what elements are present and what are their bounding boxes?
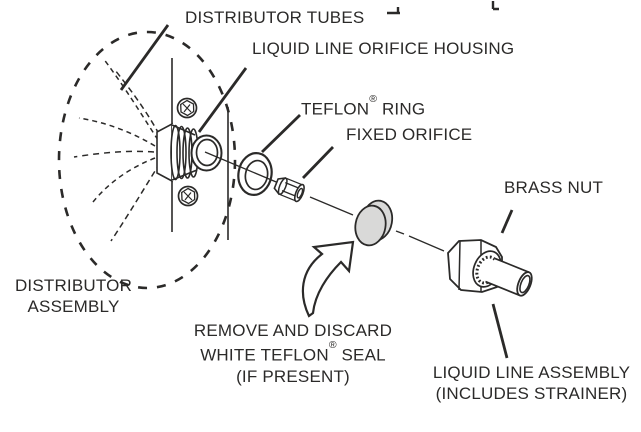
- leader-brass-nut: [500, 209, 514, 234]
- label-brass-nut: BRASS NUT: [504, 178, 604, 197]
- label-seal-note: REMOVE AND DISCARD WHITE TEFLON® SEAL (I…: [193, 321, 393, 386]
- curved-arrow-icon: [301, 240, 355, 318]
- orifice-housing-drawing: [156, 122, 223, 183]
- center-axis-line: [204, 151, 445, 252]
- leader-teflon-ring: [261, 113, 301, 154]
- distributor-assembly-boundary: [57, 30, 237, 290]
- label-liquid-line-assembly: LIQUID LINE ASSEMBLY (INCLUDES STRAINER): [432, 363, 631, 403]
- distributor-tubes-drawing: [73, 57, 165, 242]
- leader-distributor-tubes: [119, 24, 170, 91]
- fixed-orifice-drawing: [273, 177, 305, 203]
- brass-nut-drawing: [447, 239, 533, 297]
- hex-screw-bottom-icon: [177, 185, 199, 207]
- label-distributor-tubes: DISTRIBUTOR TUBES: [185, 8, 365, 27]
- cropped-artifact-marks: [387, 1, 499, 15]
- teflon-ring-drawing: [237, 152, 273, 196]
- hex-screw-top-icon: [176, 97, 198, 119]
- teflon-seal-drawing: [354, 199, 394, 247]
- label-liquid-line-orifice-housing: LIQUID LINE ORIFICE HOUSING: [252, 39, 515, 58]
- registered-trademark-icon: ®: [328, 339, 337, 351]
- registered-trademark-icon: ®: [369, 93, 378, 105]
- leader-fixed-orifice: [301, 146, 335, 179]
- label-teflon-ring: TEFLON® RING: [301, 93, 426, 119]
- leader-orifice-housing: [197, 67, 248, 133]
- label-distributor-assembly: DISTRIBUTOR ASSEMBLY: [14, 276, 133, 316]
- label-fixed-orifice: FIXED ORIFICE: [346, 125, 473, 144]
- leader-lines: [119, 24, 514, 359]
- strainer-tube-drawing: [485, 257, 533, 297]
- leader-liquid-line-assembly: [491, 303, 509, 359]
